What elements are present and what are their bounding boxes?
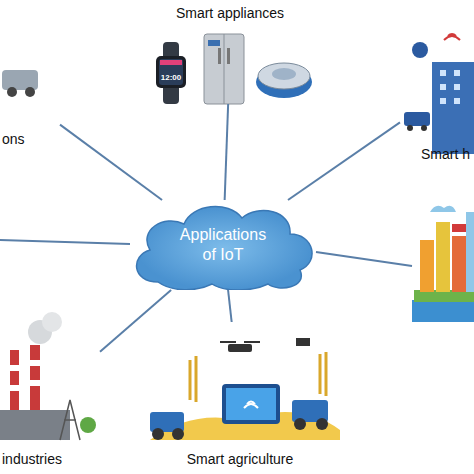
application-label: ons [2,131,25,147]
application-node: industries [0,320,100,470]
application-node: ons [0,55,60,150]
farm-scene [150,338,340,440]
application-label: Smart agriculture [187,451,294,467]
spoke-line [0,240,130,244]
cloud-node: Applications of IoT [128,200,318,290]
application-node: Smart h [400,30,472,165]
application-node: Smart agriculture [140,322,340,470]
spoke-connector [288,122,400,200]
spoke-connector [100,290,171,352]
application-label: industries [2,451,62,467]
application-label: Smart h [421,146,470,162]
application-node: Smart appliances [140,2,320,104]
fridge [204,34,244,104]
spoke-connector [225,104,229,200]
smart-watch [156,42,186,104]
cloud-title: Applications of IoT [173,225,273,265]
spoke-line [316,252,412,266]
smart-city [412,206,474,322]
robot-vacuum [256,63,312,98]
transport-icon [2,70,38,97]
factory [0,312,96,440]
cloud-shape [128,200,318,290]
cloud-outline [137,207,312,290]
application-label: Smart appliances [176,5,284,21]
drone [220,342,260,352]
spoke-connector [60,125,162,200]
smart-building [404,34,474,154]
watch-display: 12:00 [161,73,181,82]
spoke-connector [228,290,232,322]
